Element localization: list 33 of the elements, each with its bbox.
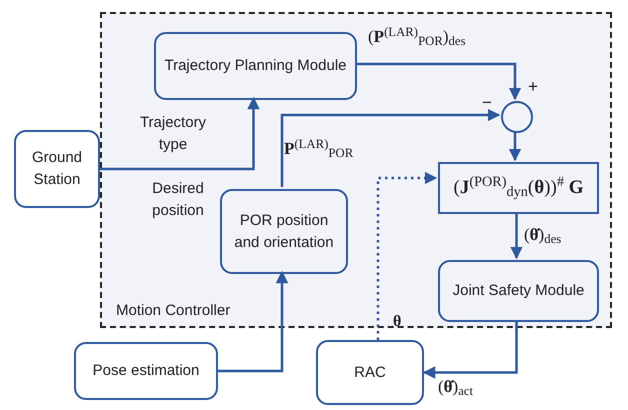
arrow bbox=[355, 62, 522, 100]
arrow bbox=[508, 131, 522, 162]
edge-label: Trajectory type bbox=[138, 113, 208, 155]
signal-label: Desired position bbox=[151, 179, 205, 221]
arrow bbox=[280, 108, 500, 187]
process-box bbox=[154, 32, 357, 100]
box-label: RAC bbox=[354, 362, 386, 382]
process-box bbox=[74, 342, 218, 400]
arrow bbox=[100, 96, 260, 170]
arrow bbox=[376, 172, 438, 340]
box-label: Pose estimation bbox=[92, 361, 200, 381]
box-label: Trajectory Planning Module bbox=[164, 56, 347, 76]
edge-label: (θ̇)$_{act}$ bbox=[438, 376, 474, 400]
controller-boundary bbox=[100, 12, 612, 328]
sign-label: − bbox=[482, 92, 492, 114]
process-box bbox=[220, 189, 348, 274]
arrow bbox=[510, 212, 523, 260]
box-label: POR position and orientation bbox=[233, 210, 335, 252]
box-label: Ground Station bbox=[30, 148, 84, 190]
sign-label: + bbox=[528, 76, 538, 98]
process-box bbox=[316, 340, 424, 405]
edge-label: (θ̇)$_{des}$ bbox=[524, 224, 562, 248]
formula-text: (J$^{(POR)}$$_{dyn}$(θ))$^{#}$ G bbox=[454, 174, 584, 202]
process-box bbox=[14, 130, 100, 208]
group-label: Motion Controller bbox=[116, 300, 230, 320]
edge-label: θ bbox=[393, 312, 402, 332]
edge-label: (P$^{(LAR)}$$_{POR}$)$_{des}$ bbox=[368, 24, 466, 50]
math-block bbox=[438, 162, 599, 214]
arrow bbox=[218, 270, 288, 372]
process-box bbox=[438, 260, 599, 322]
arrow bbox=[422, 320, 518, 379]
summing-junction bbox=[501, 101, 533, 133]
box-label: Joint Safety Module bbox=[452, 281, 584, 301]
